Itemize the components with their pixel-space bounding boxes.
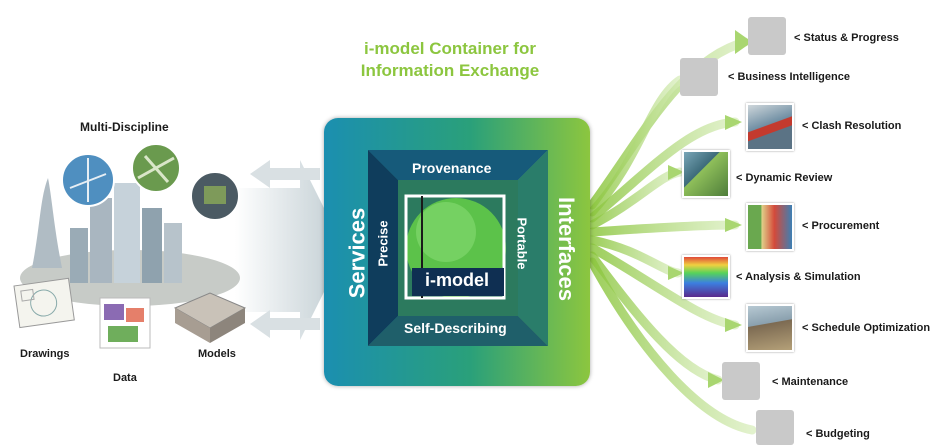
analysis-simulation-thumbnail <box>682 255 730 299</box>
clash-resolution-thumbnail <box>746 103 794 151</box>
schedule-optimization-label: < Schedule Optimization <box>802 322 931 334</box>
diagram-title: i-model Container for Information Exchan… <box>340 38 560 82</box>
multi-discipline-label: Multi-Discipline <box>80 120 169 134</box>
fan-arrow-bi <box>587 75 685 217</box>
fan-arrow-clash <box>587 117 740 223</box>
clash-resolution-label: < Clash Resolution <box>802 120 902 132</box>
drawings-label: Drawings <box>20 348 70 360</box>
analysis-simulation-label: < Analysis & Simulation <box>736 271 861 283</box>
procurement-label: < Procurement <box>802 220 880 232</box>
provenance-label: Provenance <box>412 160 492 176</box>
fan-arrow-budgeting <box>587 257 757 435</box>
status-progress-label: < Status & Progress <box>794 32 899 44</box>
maintenance-thumbnail <box>722 362 760 400</box>
services-label: Services <box>344 207 370 299</box>
dynamic-review-label: < Dynamic Review <box>736 172 833 184</box>
outbound-arrow-upper <box>250 160 320 188</box>
maintenance-label: < Maintenance <box>772 376 849 388</box>
self-describing-label: Self-Describing <box>404 320 507 336</box>
fan-arrow-schedule <box>587 243 740 330</box>
i-model-label-box <box>412 268 504 296</box>
models-label: Models <box>198 348 236 360</box>
dynamic-review-thumbnail <box>682 150 730 198</box>
business-intelligence-thumbnail <box>680 58 718 96</box>
interfaces-label: Interfaces <box>553 197 579 301</box>
outbound-arrow-lower <box>250 310 320 338</box>
portable-label: Portable <box>514 217 530 270</box>
procurement-thumbnail <box>746 203 794 251</box>
schedule-optimization-thumbnail <box>746 304 794 352</box>
title-line-2: Information Exchange <box>360 61 540 80</box>
business-intelligence-label: < Business Intelligence <box>728 71 850 83</box>
budgeting-thumbnail <box>756 410 794 445</box>
multi-discipline-collage <box>13 143 247 349</box>
title-line-1: i-model Container for <box>364 39 536 58</box>
budgeting-label: < Budgeting <box>806 428 870 440</box>
data-label: Data <box>113 372 137 384</box>
status-progress-thumbnail <box>748 17 786 55</box>
fan-arrow-procurement <box>587 220 740 237</box>
i-model-label: i-model <box>425 270 490 290</box>
fan-arrow-maintenance <box>587 251 723 385</box>
inbound-arrow <box>235 160 345 340</box>
precise-label: Precise <box>375 220 391 267</box>
